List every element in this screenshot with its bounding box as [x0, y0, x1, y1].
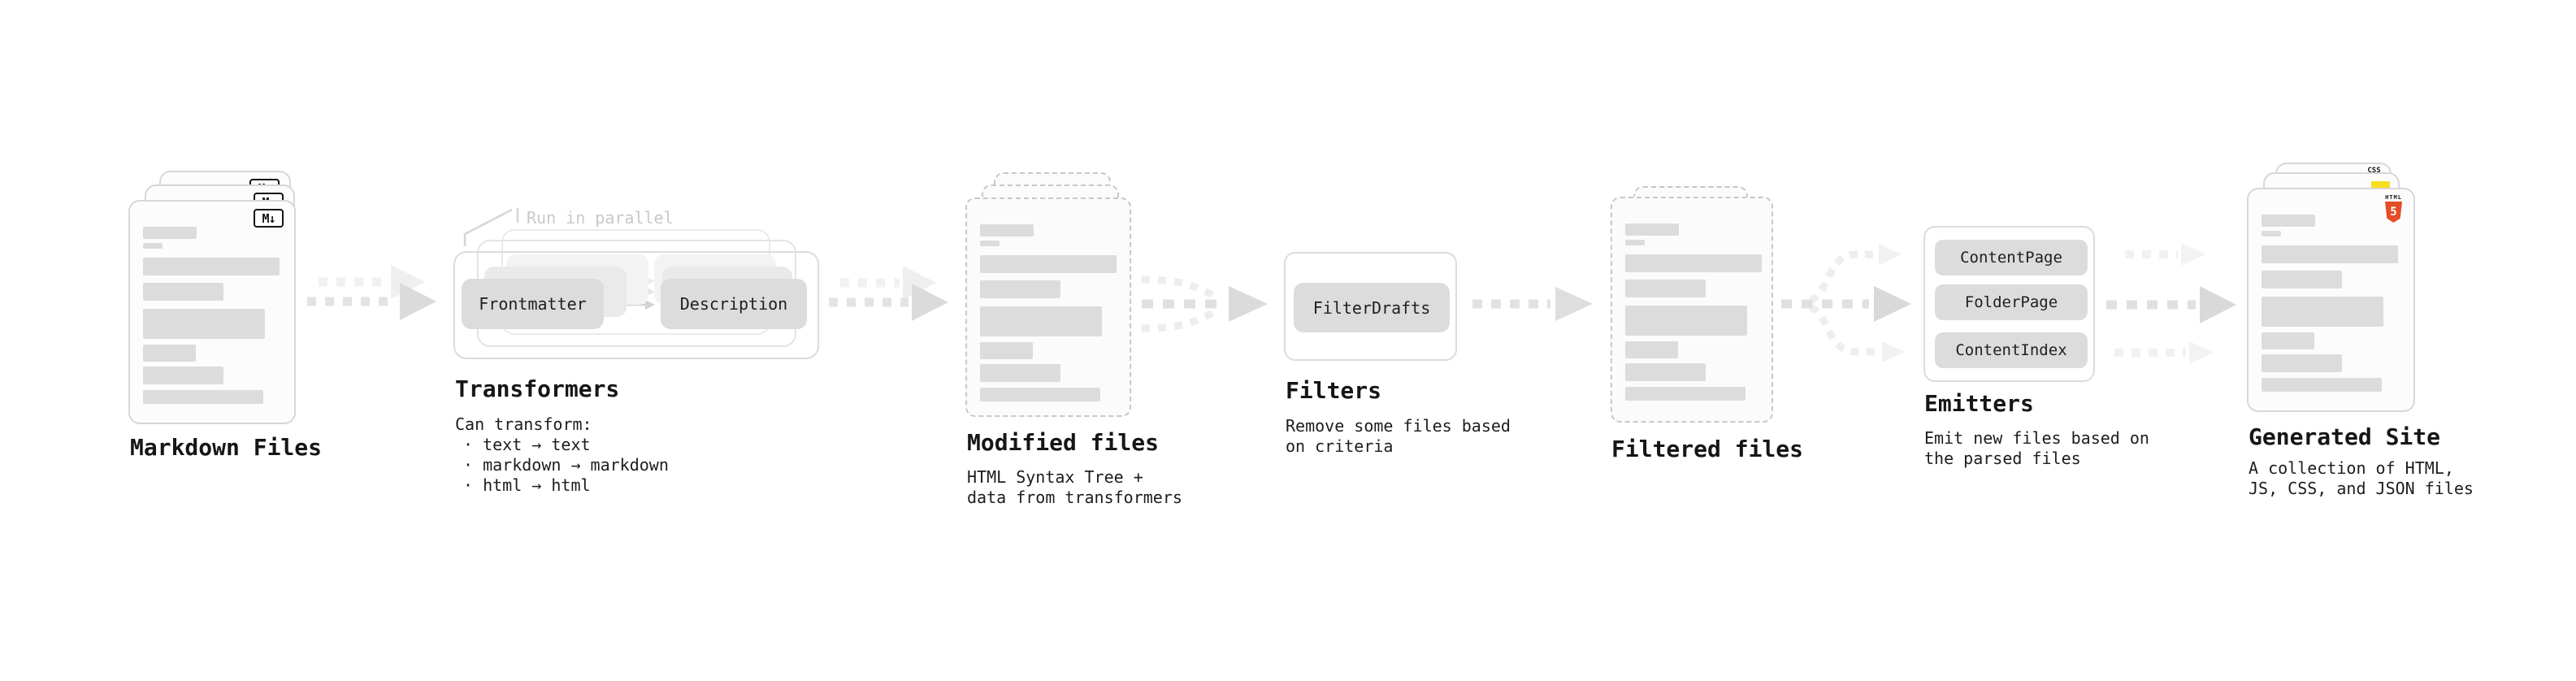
markdown-icon: M↓ [254, 209, 284, 228]
folderpage-pill: FolderPage [1935, 284, 2088, 320]
placeholder-bar [1625, 306, 1747, 336]
file-content-placeholder [980, 224, 1117, 401]
placeholder-bar [1625, 254, 1762, 272]
placeholder-bar [143, 227, 197, 239]
html5-wordmark: HTML [2385, 194, 2402, 201]
html-file-card: HTML 5 [2247, 188, 2415, 412]
filtered-files-label: Filtered files [1611, 436, 1804, 462]
arrow-markdown-to-transformers [307, 265, 436, 320]
placeholder-bar [980, 388, 1100, 401]
filters-label: Filters [1286, 377, 1382, 404]
placeholder-bar [1625, 280, 1706, 297]
placeholder-bar [143, 243, 163, 249]
modified-file-card-front [965, 197, 1131, 417]
arrow-filters-to-filtered [1472, 287, 1593, 321]
placeholder-bar [980, 280, 1060, 298]
filtered-file-card-front [1611, 197, 1773, 423]
arrow-filtered-to-emitters [1781, 244, 1911, 362]
filters-desc-line: Remove some files based [1286, 416, 1511, 436]
file-content-placeholder [143, 227, 281, 404]
generated-site-desc-line: JS, CSS, and JSON files [2249, 479, 2474, 498]
emitters-desc-line: Emit new files based on [1924, 428, 2149, 448]
placeholder-bar [980, 306, 1102, 336]
filters-box: FilterDrafts [1284, 252, 1457, 361]
file-content-placeholder [2262, 215, 2400, 392]
transformers-bullet: · html → html [463, 475, 591, 495]
transformer-box-front [453, 251, 819, 359]
placeholder-bar [1625, 363, 1706, 381]
transformers-bullet: · markdown → markdown [463, 455, 669, 475]
arrow-modified-to-filters [1141, 275, 1268, 332]
generated-site-description: A collection of HTML, JS, CSS, and JSON … [2249, 458, 2474, 499]
modified-files-description: HTML Syntax Tree + data from transformer… [967, 467, 1182, 508]
css-wordmark: CSS [2367, 167, 2381, 175]
placeholder-bar [1625, 387, 1746, 401]
arrow-transformers-to-modified [829, 266, 948, 321]
placeholder-bar [980, 342, 1033, 359]
placeholder-bar [2262, 332, 2314, 349]
transformers-bullet: · text → text [463, 435, 591, 454]
transformers-description: Can transform: · text → text · markdown … [455, 414, 669, 496]
placeholder-bar [2262, 215, 2315, 227]
placeholder-bar [980, 255, 1117, 273]
file-content-placeholder [1625, 223, 1762, 401]
placeholder-bar [143, 258, 280, 275]
placeholder-bar [143, 390, 263, 404]
placeholder-bar [2262, 231, 2281, 236]
placeholder-bar [980, 224, 1034, 236]
placeholder-bar [980, 364, 1060, 382]
placeholder-bar [143, 283, 223, 301]
html5-icon: HTML 5 [2385, 195, 2402, 223]
contentpage-pill: ContentPage [1935, 240, 2088, 275]
modified-files-desc-line: data from transformers [967, 488, 1182, 507]
emitters-label: Emitters [1924, 390, 2034, 417]
placeholder-bar [1625, 240, 1645, 245]
generated-site-label: Generated Site [2249, 423, 2441, 450]
filterdrafts-pill: FilterDrafts [1294, 283, 1450, 332]
placeholder-bar [143, 309, 265, 339]
modified-files-desc-line: HTML Syntax Tree + [967, 467, 1143, 487]
markdown-files-label: Markdown Files [130, 434, 323, 461]
html5-shield: 5 [2385, 202, 2402, 223]
modified-files-label: Modified files [967, 429, 1160, 456]
placeholder-bar [2262, 271, 2342, 288]
placeholder-bar [143, 345, 196, 362]
filters-desc-line: on criteria [1286, 436, 1394, 456]
placeholder-bar [143, 367, 223, 384]
markdown-file-card-front: M↓ [128, 200, 296, 424]
emitters-description: Emit new files based on the parsed files [1924, 428, 2149, 469]
placeholder-bar [1625, 341, 1678, 358]
placeholder-bar [2262, 354, 2342, 372]
contentindex-pill: ContentIndex [1935, 332, 2088, 368]
placeholder-bar [980, 241, 1000, 246]
placeholder-bar [1625, 223, 1679, 236]
frontmatter-transformer-pill: Frontmatter [462, 279, 604, 329]
placeholder-bar [2262, 297, 2383, 327]
run-in-parallel-note: Run in parallel [527, 208, 674, 228]
transformers-label: Transformers [455, 375, 620, 402]
filters-description: Remove some files based on criteria [1286, 416, 1511, 457]
arrow-emitters-to-generated [2106, 243, 2236, 364]
generated-site-desc-line: A collection of HTML, [2249, 458, 2454, 478]
emitters-desc-line: the parsed files [1924, 449, 2081, 468]
placeholder-bar [2262, 245, 2398, 263]
js-icon [2371, 181, 2390, 189]
placeholder-bar [2262, 378, 2382, 392]
transformers-desc-intro: Can transform: [455, 414, 592, 434]
description-transformer-pill: Description [661, 279, 807, 329]
run-in-parallel-leader-line [463, 208, 519, 246]
emitters-box: ContentPage FolderPage ContentIndex [1923, 226, 2095, 382]
